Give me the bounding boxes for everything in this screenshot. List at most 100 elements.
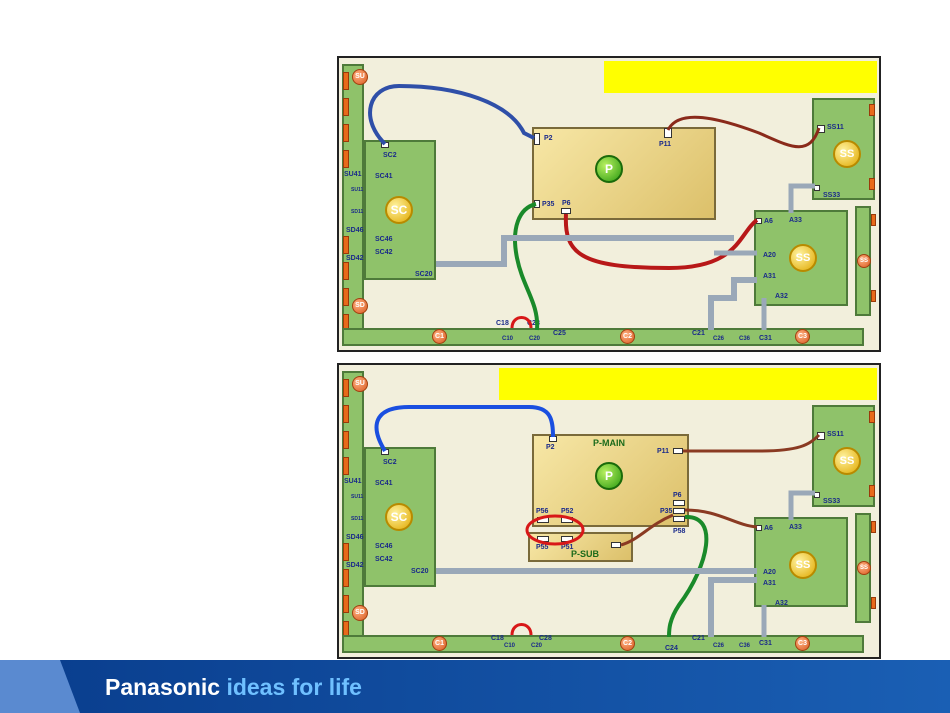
su11-label: SU11 [351,494,364,500]
highlight-bar [604,61,877,93]
connector-tab [343,405,349,423]
a6-label: A6 [764,218,773,225]
p55-label: P55 [536,544,549,551]
ss11-label: SS11 [827,431,844,438]
p58-label: P58 [673,528,686,535]
c26-label: C26 [713,336,725,342]
a6-label: A6 [764,525,773,532]
connector-tab [343,262,349,280]
sd-badge: SD [352,605,368,621]
su11-label: SU11 [351,187,364,193]
connector-tab [343,236,349,254]
p11-label: P11 [659,141,672,148]
c-board-strip [342,635,864,653]
a31-label: A31 [763,273,776,280]
p6-connector [561,208,571,214]
c31-label: C31 [759,335,772,342]
sd-badge: SD [352,298,368,314]
bottom-wires [374,405,821,638]
sd46-label: SD46 [346,534,364,541]
c18-label: C18 [491,635,504,642]
sc42-label: SC42 [375,249,393,256]
connector-tab [343,431,349,449]
p35-label: P35 [542,201,555,208]
ss-side-badge: SS [857,561,871,575]
blue-cable [368,83,535,146]
sc41-label: SC41 [375,480,393,487]
su41-label: SU41 [344,478,362,485]
ss-upper-badge: SS [833,140,861,168]
connector-tab [871,214,876,226]
su41-label: SU41 [344,171,362,178]
p6-label: P6 [562,200,571,207]
a20-label: A20 [763,569,776,576]
brand-logo: Panasonic ideas for life [105,674,362,701]
connector-tab [869,411,875,423]
p-badge: P [595,155,623,183]
connector-tab [343,288,349,306]
grey-bus [788,490,815,520]
connector-tab [343,124,349,142]
connector-tab [343,543,349,561]
ss33-label: SS33 [823,192,841,199]
c28-label: C28 [539,635,552,642]
connector-tab [871,597,876,609]
connector-tab [869,178,875,190]
ss-lower-board [754,210,848,306]
sc2-label: SC2 [383,459,397,466]
p-sub-connector [611,542,621,548]
p-board [532,127,716,220]
c1-badge: C1 [432,636,447,651]
sc-badge: SC [385,503,413,531]
footer-slant [60,660,80,713]
sd46-label: SD46 [346,227,364,234]
connector-tab [871,290,876,302]
c25-label: C25 [553,330,566,337]
c20-label: C20 [531,643,543,649]
grey-bus [708,277,757,330]
c3-badge: C3 [795,636,810,651]
p11-connector [673,448,683,454]
red-cable [563,213,759,271]
a20-label: A20 [763,252,776,259]
c36-label: C36 [739,336,751,342]
connector-tab [343,379,349,397]
top-wiring-diagram: SU SD SC SC2 SU41 SC41 SU11 SD11 SD46 SC… [337,56,881,352]
brown-cable [620,513,674,547]
su-badge: SU [352,69,368,85]
ss-side-badge: SS [857,254,871,268]
green-cable [667,514,709,638]
red-loop [510,623,533,636]
c36-label: C36 [739,643,751,649]
sc2-label: SC2 [383,152,397,159]
su-badge: SU [352,376,368,392]
brown-cable [684,508,758,529]
bottom-wiring-diagram: SU SD SC SC2 SU41 SC41 SU11 SD11 SD46 SC… [337,363,881,659]
c26-label: C26 [713,643,725,649]
ss33-label: SS33 [823,498,841,505]
red-loop [510,316,533,329]
sc42-label: SC42 [375,556,393,563]
p-sub-title: P-SUB [571,549,600,559]
c21-label: C21 [692,330,705,337]
c3-badge: C3 [795,329,810,344]
ss-lower-badge: SS [789,244,817,272]
p2-label: P2 [546,444,555,451]
c2-badge: C2 [620,636,635,651]
c18-label: C18 [496,320,509,327]
c1-badge: C1 [432,329,447,344]
brand-name: Panasonic [105,674,221,700]
c-board-strip [342,328,864,346]
sd11-label: SD11 [351,516,364,522]
c10-label: C10 [502,336,514,342]
p56-label: P56 [536,508,549,515]
c21-label: C21 [692,635,705,642]
p58-connector [673,516,685,522]
brown-red-cable [666,115,821,149]
blue-cable [374,405,555,453]
p2-label: P2 [544,135,553,142]
c24-label: C24 [665,645,678,652]
connector-tab [869,104,875,116]
p6-connector [673,500,685,506]
p11-label: P11 [657,448,670,455]
